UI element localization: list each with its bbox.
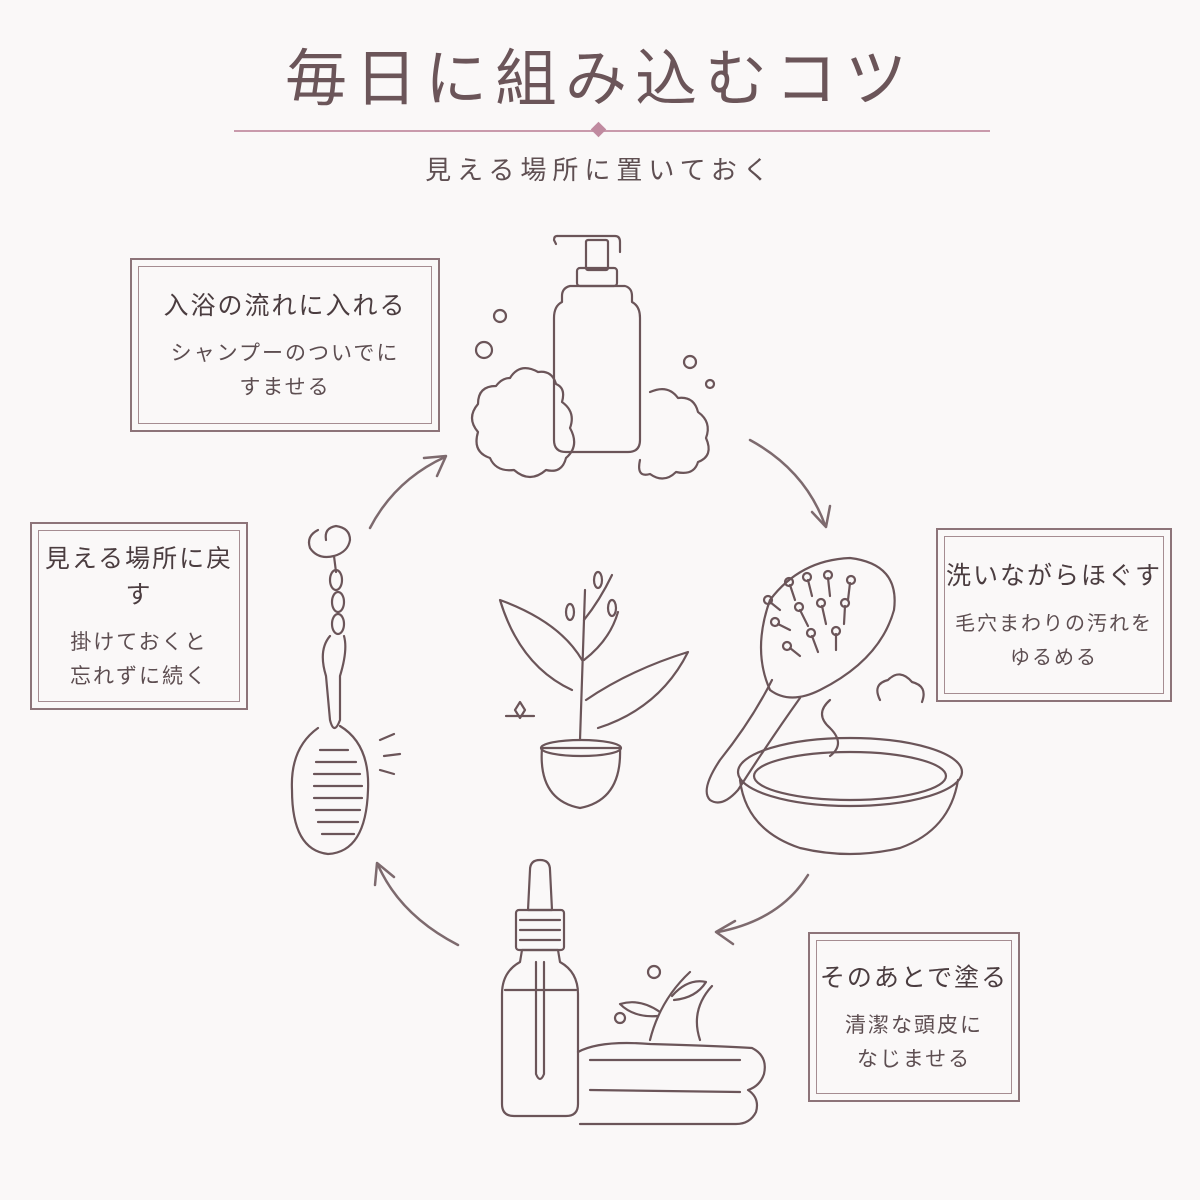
scalp-brush-basin-icon [705, 556, 964, 856]
step-card-text: 清潔な頭皮に [845, 1013, 983, 1037]
step-card-heading: 見える場所に戻す [44, 544, 234, 609]
step-card-text: 毛穴まわりの汚れを [955, 611, 1153, 635]
step-card-text: ゆるめる [1010, 645, 1098, 669]
step-card-text: 忘れずに続く [70, 664, 208, 688]
hanging-brush-icon [290, 524, 402, 856]
cycle-arrow-icon [368, 438, 832, 947]
title-divider [234, 130, 990, 132]
step-card-apply: そのあとで塗る 清潔な頭皮に なじませる [808, 932, 1020, 1102]
step-card-heading: そのあとで塗る [819, 963, 1009, 992]
step-card-text: なじませる [856, 1047, 972, 1071]
step-card-heading: 入浴の流れに入れる [163, 291, 407, 320]
page-title: 毎日に組み込むコツ [284, 42, 915, 115]
page-subtitle: 見える場所に置いておく [425, 156, 775, 186]
dropper-bottle-towel-icon [500, 858, 766, 1126]
pump-bottle-icon [470, 234, 716, 480]
step-card-heading: 洗いながらほぐす [945, 561, 1162, 590]
step-card-text: 掛けておくと [70, 630, 208, 654]
step-card-shampoo: 入浴の流れに入れる シャンプーのついでに すませる [130, 258, 440, 432]
step-card-return: 見える場所に戻す 掛けておくと 忘れずに続く [30, 522, 248, 710]
step-card-text: シャンプーのついでに [170, 341, 400, 365]
potted-plant-icon [498, 570, 690, 810]
step-card-text: すませる [239, 375, 331, 399]
step-card-wash: 洗いながらほぐす 毛穴まわりの汚れを ゆるめる [936, 528, 1172, 702]
